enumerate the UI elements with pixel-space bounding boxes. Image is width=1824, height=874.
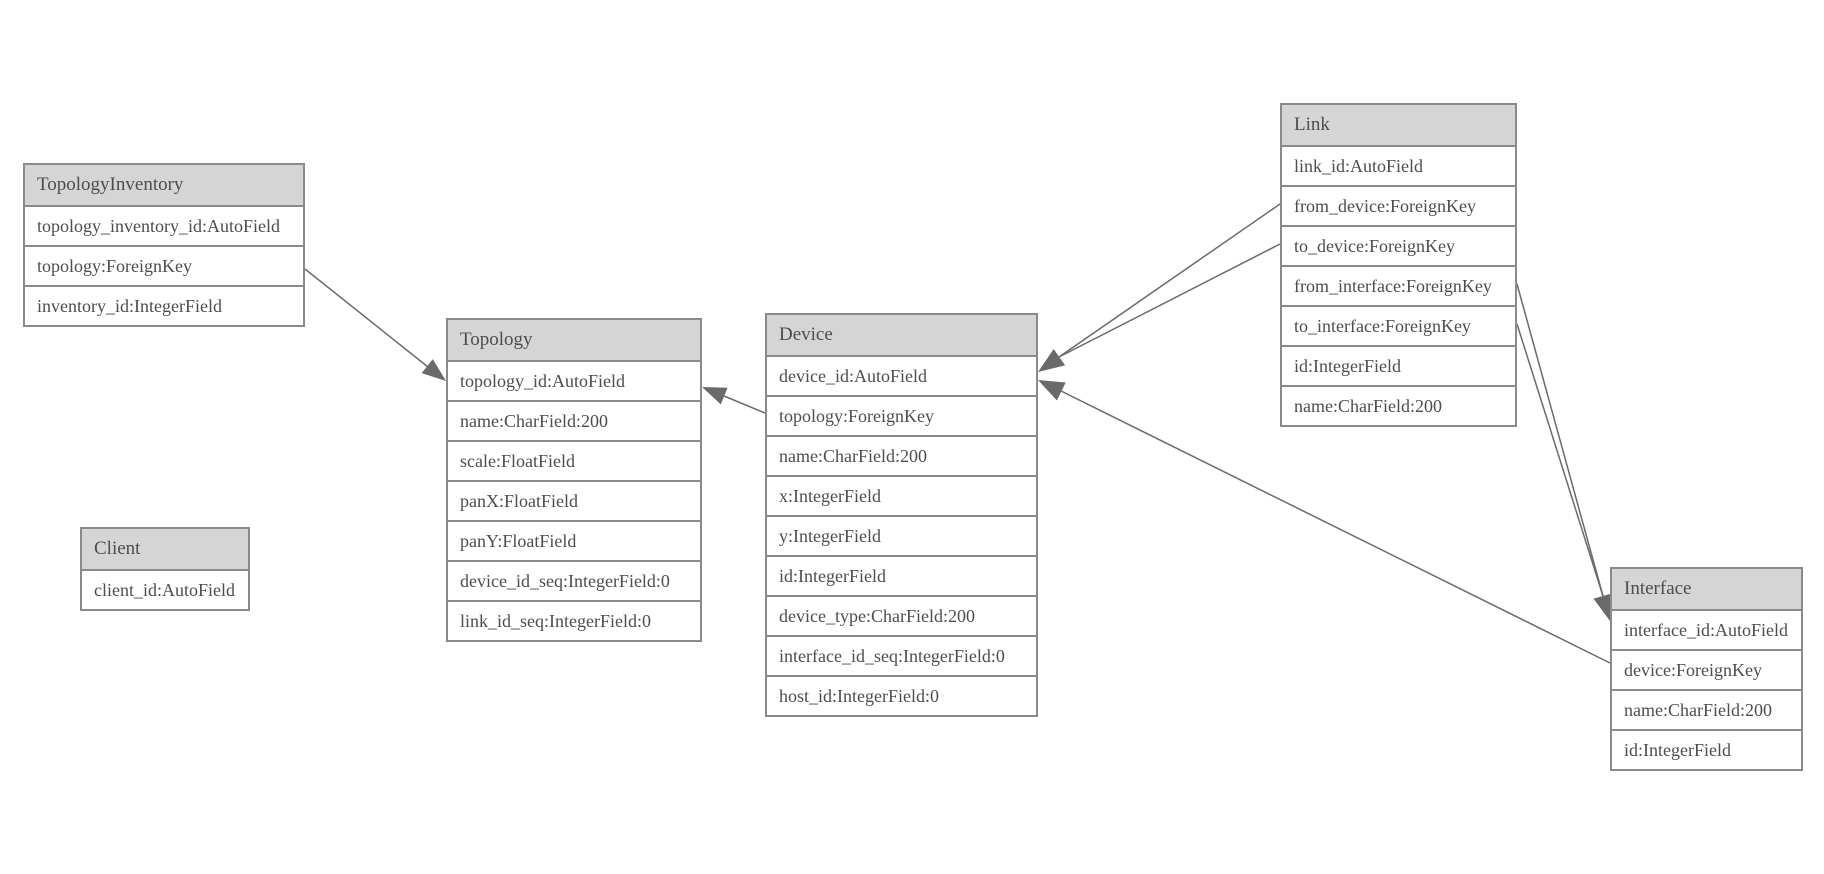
field-interface-id: interface_id:AutoField <box>1612 611 1801 649</box>
field-topology-scale: scale:FloatField <box>448 440 700 480</box>
field-device-type: device_type:CharField:200 <box>767 595 1036 635</box>
field-device-x: x:IntegerField <box>767 475 1036 515</box>
field-link-plain-id: id:IntegerField <box>1282 345 1515 385</box>
field-topology-link-id-seq: link_id_seq:IntegerField:0 <box>448 600 700 640</box>
entity-topology-inventory-title: TopologyInventory <box>25 165 303 207</box>
field-topology-pany: panY:FloatField <box>448 520 700 560</box>
field-device-name: name:CharField:200 <box>767 435 1036 475</box>
arrowhead-at-device-from-interface <box>1038 380 1066 401</box>
field-device-plain-id: id:IntegerField <box>767 555 1036 595</box>
field-link-name: name:CharField:200 <box>1282 385 1515 425</box>
field-link-id: link_id:AutoField <box>1282 147 1515 185</box>
entity-device: Device device_id:AutoField topology:Fore… <box>765 313 1038 717</box>
entity-client: Client client_id:AutoField <box>80 527 250 611</box>
field-device-id: device_id:AutoField <box>767 357 1036 395</box>
edge-interface-device <box>1060 390 1611 664</box>
field-interface-plain-id: id:IntegerField <box>1612 729 1801 769</box>
entity-link-title: Link <box>1282 105 1515 147</box>
field-link-from-interface: from_interface:ForeignKey <box>1282 265 1515 305</box>
arrowhead-at-topology-from-topologyinventory <box>421 359 446 381</box>
field-link-from-device: from_device:ForeignKey <box>1282 185 1515 225</box>
field-link-to-interface: to_interface:ForeignKey <box>1282 305 1515 345</box>
field-device-interface-id-seq: interface_id_seq:IntegerField:0 <box>767 635 1036 675</box>
entity-topology: Topology topology_id:AutoField name:Char… <box>446 318 702 642</box>
field-topology-id: topology_id:AutoField <box>448 362 700 400</box>
field-device-y: y:IntegerField <box>767 515 1036 555</box>
field-topology-device-id-seq: device_id_seq:IntegerField:0 <box>448 560 700 600</box>
field-client-id: client_id:AutoField <box>82 571 248 609</box>
edge-topologyinventory-topology <box>304 268 429 368</box>
arrowhead-at-device-from-link <box>1038 349 1066 372</box>
entity-interface: Interface interface_id:AutoField device:… <box>1610 567 1803 771</box>
field-interface-device: device:ForeignKey <box>1612 649 1801 689</box>
field-topology-panx: panX:FloatField <box>448 480 700 520</box>
field-topology-inventory-topology: topology:ForeignKey <box>25 245 303 285</box>
edge-device-topology <box>723 395 766 414</box>
edge-link-fromdevice-device <box>1058 203 1281 358</box>
field-interface-name: name:CharField:200 <box>1612 689 1801 729</box>
arrowhead-at-topology-from-device <box>702 387 728 405</box>
entity-topology-title: Topology <box>448 320 700 362</box>
field-topology-inventory-inventory-id: inventory_id:IntegerField <box>25 285 303 325</box>
entity-link: Link link_id:AutoField from_device:Forei… <box>1280 103 1517 427</box>
field-device-host-id: host_id:IntegerField:0 <box>767 675 1036 715</box>
edge-link-todevice-device <box>1058 243 1281 358</box>
field-link-to-device: to_device:ForeignKey <box>1282 225 1515 265</box>
field-device-topology: topology:ForeignKey <box>767 395 1036 435</box>
entity-client-title: Client <box>82 529 248 571</box>
field-topology-name: name:CharField:200 <box>448 400 700 440</box>
entity-device-title: Device <box>767 315 1036 357</box>
edge-link-tointerface-interface <box>1516 323 1604 597</box>
field-topology-inventory-id: topology_inventory_id:AutoField <box>25 207 303 245</box>
entity-topology-inventory: TopologyInventory topology_inventory_id:… <box>23 163 305 327</box>
entity-interface-title: Interface <box>1612 569 1801 611</box>
edge-link-frominterface-interface <box>1516 283 1604 597</box>
